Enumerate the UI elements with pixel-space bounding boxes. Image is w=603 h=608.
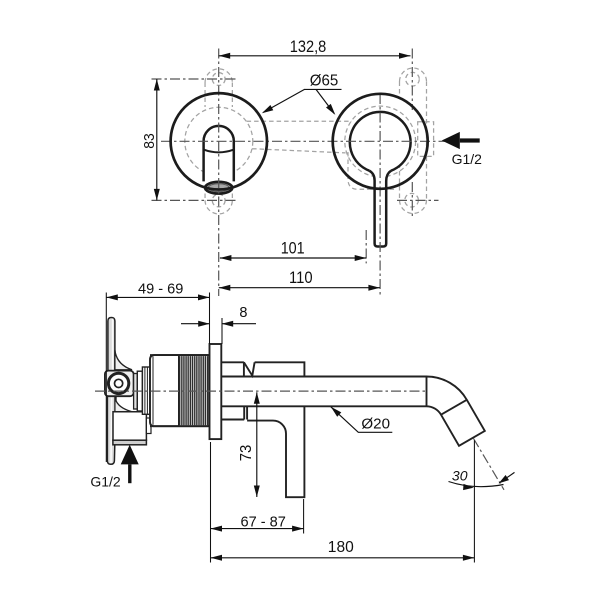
svg-text:Ø65: Ø65 <box>310 73 339 90</box>
svg-text:Ø20: Ø20 <box>361 416 390 433</box>
svg-text:101: 101 <box>281 239 305 258</box>
svg-text:83: 83 <box>142 133 158 148</box>
svg-text:30: 30 <box>452 468 468 484</box>
svg-text:73: 73 <box>238 445 255 462</box>
svg-text:132,8: 132,8 <box>290 38 327 56</box>
svg-text:180: 180 <box>328 539 354 556</box>
svg-text:G1/2: G1/2 <box>90 474 121 490</box>
svg-text:67 - 87: 67 - 87 <box>241 514 286 531</box>
svg-text:8: 8 <box>239 305 247 321</box>
svg-text:49 - 69: 49 - 69 <box>138 281 183 298</box>
svg-text:G1/2: G1/2 <box>452 151 483 167</box>
svg-text:110: 110 <box>289 268 313 287</box>
